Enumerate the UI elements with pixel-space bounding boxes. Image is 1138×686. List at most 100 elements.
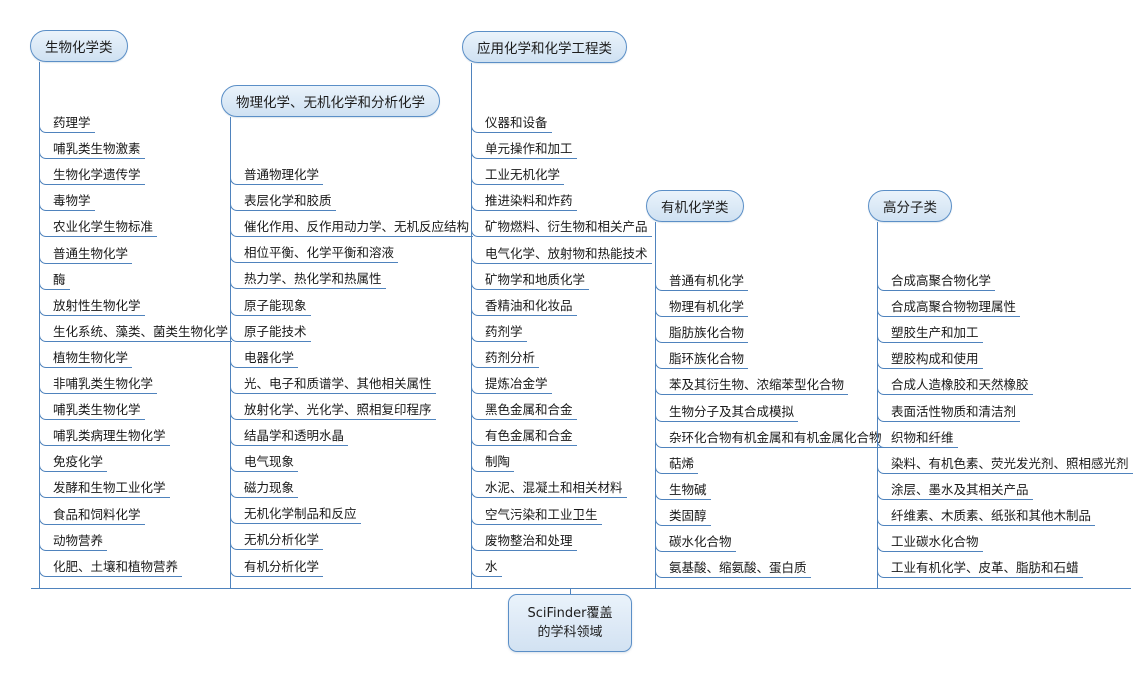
leaf-label: 脂肪族化合物 xyxy=(665,325,749,344)
leaf-label: 电气现象 xyxy=(240,454,299,473)
leaf-label: 废物整治和处理 xyxy=(481,533,577,551)
leaf-connector-icon xyxy=(877,357,887,370)
leaf-label: 推进染料和炸药 xyxy=(481,193,577,212)
branch-title-biochemistry[interactable]: 生物化学类 xyxy=(30,30,128,62)
leaf-connector-icon xyxy=(655,461,665,474)
leaf-label: 放射性生物化学 xyxy=(49,298,145,316)
leaf-label: 发酵和生物工业化学 xyxy=(49,480,170,499)
leaf-connector-icon xyxy=(230,538,240,551)
leaf-label: 单元操作和加工 xyxy=(481,141,577,160)
leaf-label: 染料、有机色素、荧光发光剂、照相感光剂 xyxy=(887,456,1133,474)
leaf-label: 结晶学和透明水晶 xyxy=(240,428,349,446)
leaf-label: 苯及其衍生物、浓缩苯型化合物 xyxy=(665,377,849,396)
leaf-connector-icon xyxy=(230,251,240,264)
leaf-label: 香精油和化妆品 xyxy=(481,298,577,316)
leaf-connector-icon xyxy=(471,434,481,447)
leaf-label: 生化系统、藻类、菌类生物化学 xyxy=(49,324,233,342)
leaf-label: 碳水化合物 xyxy=(665,534,736,552)
leaf-connector-icon xyxy=(877,279,887,291)
leaf-label: 普通有机化学 xyxy=(665,273,749,291)
leaf-label: 酶 xyxy=(49,272,70,290)
leaf-connector-icon xyxy=(471,512,481,525)
leaf-label: 电气化学、放射物和热能技术 xyxy=(481,246,652,264)
leaf-connector-icon xyxy=(230,434,240,446)
leaf-connector-icon xyxy=(471,277,481,290)
root-trunk-line xyxy=(31,588,1131,589)
leaf-connector-icon xyxy=(655,331,665,344)
branch-title-physical-inorganic-analytical[interactable]: 物理化学、无机化学和分析化学 xyxy=(221,85,440,117)
leaf-connector-icon xyxy=(877,331,887,344)
leaf-label: 脂环族化合物 xyxy=(665,351,749,370)
root-node-label-line1: SciFinder覆盖 xyxy=(527,606,613,621)
leaf-label: 免疫化学 xyxy=(49,454,108,473)
leaf-label: 药剂学 xyxy=(481,324,527,342)
leaf-label: 工业碳水化合物 xyxy=(887,534,983,552)
leaf-label: 化肥、土壤和植物营养 xyxy=(49,559,183,577)
leaf-connector-icon xyxy=(655,409,665,422)
root-node-label-line2: 的学科领域 xyxy=(537,625,603,640)
leaf-connector-icon xyxy=(39,486,49,499)
leaf-label: 合成高聚合物物理属性 xyxy=(887,299,1021,318)
leaf-connector-icon xyxy=(230,381,240,394)
branch-spine-physical-inorganic-analytical xyxy=(230,117,231,588)
leaf-connector-icon xyxy=(877,409,887,422)
leaf-label: 类固醇 xyxy=(665,508,711,526)
branch-title-applied-chemistry-engineering[interactable]: 应用化学和化学工程类 xyxy=(462,31,627,63)
branch-title-macromolecular[interactable]: 高分子类 xyxy=(868,190,952,222)
root-connector-line xyxy=(570,588,571,594)
leaf-connector-icon xyxy=(877,305,887,318)
branch-title-organic-chemistry[interactable]: 有机化学类 xyxy=(646,190,744,222)
leaf-label: 提炼冶金学 xyxy=(481,376,552,394)
leaf-connector-icon xyxy=(655,513,665,526)
leaf-connector-icon xyxy=(39,408,49,421)
leaf-connector-icon xyxy=(39,434,49,447)
branch-spine-macromolecular xyxy=(877,222,878,588)
leaf-label: 矿物学和地质化学 xyxy=(481,272,590,290)
leaf-label: 普通生物化学 xyxy=(49,246,133,264)
leaf-label: 生物分子及其合成模拟 xyxy=(665,404,799,422)
leaf-label: 仪器和设备 xyxy=(481,115,552,133)
leaf-connector-icon xyxy=(230,303,240,316)
leaf-label: 有机分析化学 xyxy=(240,559,324,577)
leaf-connector-icon xyxy=(655,279,665,291)
leaf-connector-icon xyxy=(39,303,49,316)
leaf-connector-icon xyxy=(877,461,887,474)
leaf-connector-icon xyxy=(471,355,481,368)
leaf-label: 原子能技术 xyxy=(240,324,311,342)
leaf-connector-icon xyxy=(471,147,481,160)
leaf-connector-icon xyxy=(39,355,49,368)
leaf-connector-icon xyxy=(471,564,481,577)
leaf-label: 合成高聚合物化学 xyxy=(887,273,996,291)
leaf-connector-icon xyxy=(39,564,49,577)
leaf-label: 物理有机化学 xyxy=(665,299,749,318)
leaf-label: 涂层、墨水及其相关产品 xyxy=(887,482,1033,500)
leaf-label: 光、电子和质谱学、其他相关属性 xyxy=(240,376,436,394)
leaf-connector-icon xyxy=(471,121,481,133)
leaf-label: 植物生物化学 xyxy=(49,350,133,368)
leaf-connector-icon xyxy=(471,303,481,316)
branch-spine-biochemistry xyxy=(39,62,40,588)
leaf-label: 织物和纤维 xyxy=(887,430,958,448)
leaf-label: 电器化学 xyxy=(240,350,299,368)
leaf-label: 放射化学、光化学、照相复印程序 xyxy=(240,402,436,420)
leaf-connector-icon xyxy=(655,566,665,579)
leaf-connector-icon xyxy=(230,564,240,577)
leaf-connector-icon xyxy=(230,173,240,185)
leaf-label: 毒物学 xyxy=(49,193,95,212)
leaf-label: 合成人造橡胶和天然橡胶 xyxy=(887,377,1033,396)
leaf-connector-icon xyxy=(230,199,240,212)
leaf-connector-icon xyxy=(230,355,240,368)
leaf-label: 空气污染和工业卫生 xyxy=(481,507,602,525)
leaf-label: 农业化学生物标准 xyxy=(49,219,158,238)
leaf-label: 磁力现象 xyxy=(240,480,299,499)
leaf-connector-icon xyxy=(877,487,887,500)
leaf-connector-icon xyxy=(39,147,49,160)
leaf-label: 塑胶构成和使用 xyxy=(887,351,983,370)
branch-spine-organic-chemistry xyxy=(655,222,656,588)
leaf-label: 杂环化合物有机金属和有机金属化合物 xyxy=(665,430,886,448)
leaf-connector-icon xyxy=(655,383,665,396)
root-node[interactable]: SciFinder覆盖的学科领域 xyxy=(508,594,632,652)
leaf-connector-icon xyxy=(39,538,49,551)
leaf-connector-icon xyxy=(39,512,49,525)
leaf-connector-icon xyxy=(39,460,49,473)
